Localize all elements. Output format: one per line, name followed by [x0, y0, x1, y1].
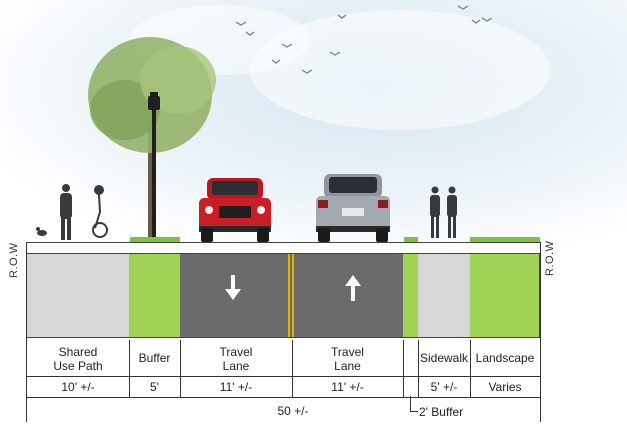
row-label-left: R.O.W: [8, 242, 20, 279]
pedestrian-icon: [60, 184, 72, 240]
width-label: 11' +/-: [219, 380, 253, 394]
arrow-up-icon: [345, 275, 361, 301]
divider: [292, 340, 293, 398]
segment-2ft-buffer: [403, 254, 418, 338]
segment-label: Buffer: [138, 351, 171, 365]
street-illustration: [36, 5, 550, 242]
segment-landscape: [470, 254, 540, 338]
buffer-leader-line: [410, 396, 411, 412]
red-suv-icon: [199, 178, 271, 242]
silver-suv-icon: [316, 174, 390, 242]
grass-tuft: [130, 237, 180, 242]
total-dimension-line: [26, 397, 540, 398]
cyclist-icon: [92, 185, 108, 238]
arrow-down-icon: [225, 275, 241, 300]
segment-buffer: [129, 254, 180, 338]
center-line: [288, 254, 290, 338]
grass-tuft: [404, 237, 418, 242]
small-buffer-label: 2' Buffer: [419, 405, 464, 419]
divider: [129, 340, 130, 398]
birds-icon: [235, 5, 493, 74]
width-label: 5': [150, 380, 159, 394]
buffer-leader-line: [410, 411, 418, 412]
pedestrian-icon: [430, 186, 457, 238]
cloud: [250, 10, 550, 130]
divider: [403, 340, 404, 398]
segment-shared-use-path: [27, 254, 129, 338]
width-label: Varies: [488, 380, 522, 394]
segment-label: Landscape: [475, 351, 535, 365]
dog-icon: [36, 227, 47, 236]
row-label-right: R.O.W: [544, 240, 556, 277]
width-label: 5' +/-: [430, 380, 458, 394]
grass-tuft: [470, 237, 540, 242]
row-line-right: [540, 242, 541, 422]
street-lamp-icon: [148, 92, 160, 238]
width-label: 11' +/-: [331, 380, 364, 394]
plan-outline: [26, 253, 540, 338]
dimension-line: [26, 376, 540, 377]
total-width-label: 50 +/-: [277, 404, 309, 418]
ground-line: [26, 242, 541, 243]
divider: [418, 340, 419, 398]
width-label: 10' +/-: [61, 380, 95, 394]
row-line-left: [26, 242, 27, 422]
segment-travel-lane-southbound: [180, 254, 292, 338]
center-line: [292, 254, 294, 338]
segment-sidewalk: [418, 254, 470, 338]
segment-travel-lane-northbound: [292, 254, 403, 338]
segment-label: Sidewalk: [419, 351, 469, 365]
divider: [470, 340, 471, 398]
divider: [180, 340, 181, 398]
